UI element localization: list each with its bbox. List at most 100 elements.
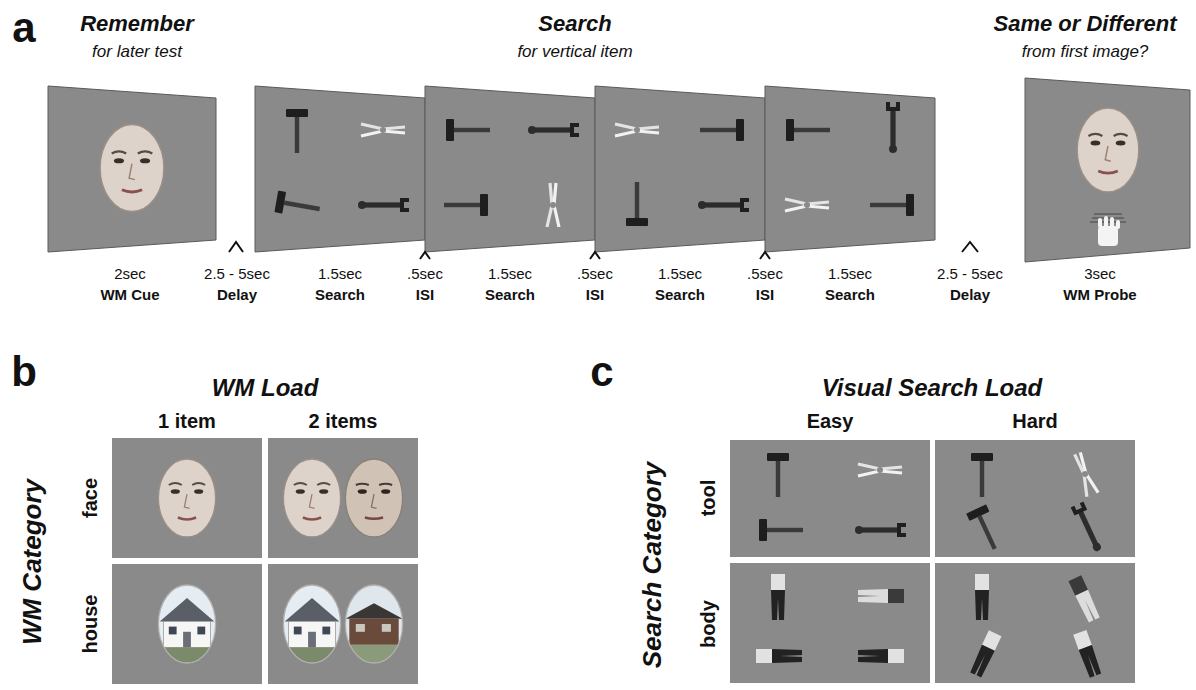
duration: 2.5 - 5sec [937, 266, 1003, 283]
screen [595, 86, 765, 252]
tool-image [971, 453, 993, 497]
house-image [283, 585, 340, 663]
body-image [969, 630, 1001, 678]
wm-load-grid [112, 438, 418, 684]
column-label: 1 item [158, 410, 216, 432]
response-hand [1090, 214, 1126, 246]
chevron [229, 242, 243, 252]
stimulus-cell [268, 564, 418, 684]
tool-image [274, 191, 321, 220]
screen [48, 86, 216, 252]
chevron [760, 252, 770, 259]
event-name: Delay [950, 287, 990, 304]
screen [765, 86, 935, 252]
search-cell [935, 440, 1135, 557]
duration: 1.5sec [828, 266, 872, 283]
column-label: Hard [1012, 410, 1058, 432]
row-label: tool [697, 480, 719, 517]
tool-image [858, 464, 902, 476]
duration: 2sec [114, 266, 146, 283]
event-name: Search [655, 287, 705, 304]
tool-image [1071, 501, 1105, 553]
tool-image [626, 182, 648, 226]
duration: 1.5sec [318, 266, 362, 283]
face-image [283, 459, 340, 537]
event-name: Delay [217, 287, 257, 304]
chevron [420, 252, 430, 259]
phase-subheading: for later test [92, 43, 182, 62]
event-name: ISI [756, 287, 774, 304]
tool-image [759, 519, 803, 541]
tool-image [446, 119, 490, 141]
stimulus-cell [268, 438, 418, 558]
tool-image [786, 119, 830, 141]
event-name: Search [315, 287, 365, 304]
screen [425, 86, 595, 252]
tool-image [966, 504, 1005, 553]
panel-letter: b [11, 349, 37, 395]
duration: .5sec [577, 266, 613, 283]
duration: 1.5sec [658, 266, 702, 283]
tool-image [358, 198, 409, 212]
body-image [756, 649, 802, 663]
event-name: ISI [586, 287, 604, 304]
tool-image [615, 124, 659, 136]
face-image [345, 459, 402, 537]
house-image [158, 585, 215, 663]
face-image [100, 125, 164, 212]
body-image [1069, 575, 1101, 623]
tool-image [444, 194, 488, 216]
column-label: Easy [807, 410, 854, 432]
duration: 3sec [1084, 266, 1116, 283]
search-cell [935, 563, 1135, 683]
chevron [590, 252, 600, 259]
stimulus-cell [112, 564, 262, 684]
face-image [158, 459, 215, 537]
face-image [1077, 108, 1139, 192]
body-image [858, 649, 904, 663]
phase-heading: Search [538, 12, 611, 36]
tool-image [1072, 451, 1098, 496]
duration: 1.5sec [488, 266, 532, 283]
stimulus-cell [112, 438, 262, 558]
tool-image [698, 198, 749, 212]
body-image [858, 589, 904, 603]
tool-image [361, 124, 405, 136]
duration: .5sec [407, 266, 443, 283]
duration: .5sec [747, 266, 783, 283]
search-cell [730, 440, 930, 557]
body-image [1073, 630, 1102, 678]
duration: 2.5 - 5sec [204, 266, 270, 283]
phase-subheading: from first image? [1022, 43, 1149, 62]
tool-image [855, 523, 906, 537]
tool-image [767, 453, 789, 497]
axis-heading: WM Category [18, 479, 47, 645]
panel-letter: c [590, 349, 613, 395]
search-cell [730, 563, 930, 683]
search-load-grid [730, 440, 1135, 683]
panel-heading: Visual Search Load [822, 375, 1043, 401]
tool-image [547, 183, 559, 227]
event-name: WM Probe [1063, 287, 1136, 304]
axis-heading: Search Category [638, 462, 667, 669]
phase-heading: Remember [80, 12, 194, 36]
tool-image [700, 119, 744, 141]
phase-heading: Same or Different [994, 12, 1177, 36]
tool-image [870, 194, 914, 216]
row-label: face [79, 478, 101, 518]
house-image [345, 585, 402, 663]
row-label: house [79, 595, 101, 654]
panel-letter: a [12, 5, 35, 51]
event-name: Search [485, 287, 535, 304]
tool-image [886, 102, 900, 153]
body-image [771, 574, 785, 620]
tool-image [528, 123, 579, 137]
event-name: ISI [416, 287, 434, 304]
phase-subheading: for vertical item [517, 43, 632, 62]
body-image [975, 574, 989, 620]
screen [255, 86, 425, 252]
time-chevrons [229, 242, 978, 259]
column-label: 2 items [309, 410, 378, 432]
panel-heading: WM Load [212, 375, 319, 401]
